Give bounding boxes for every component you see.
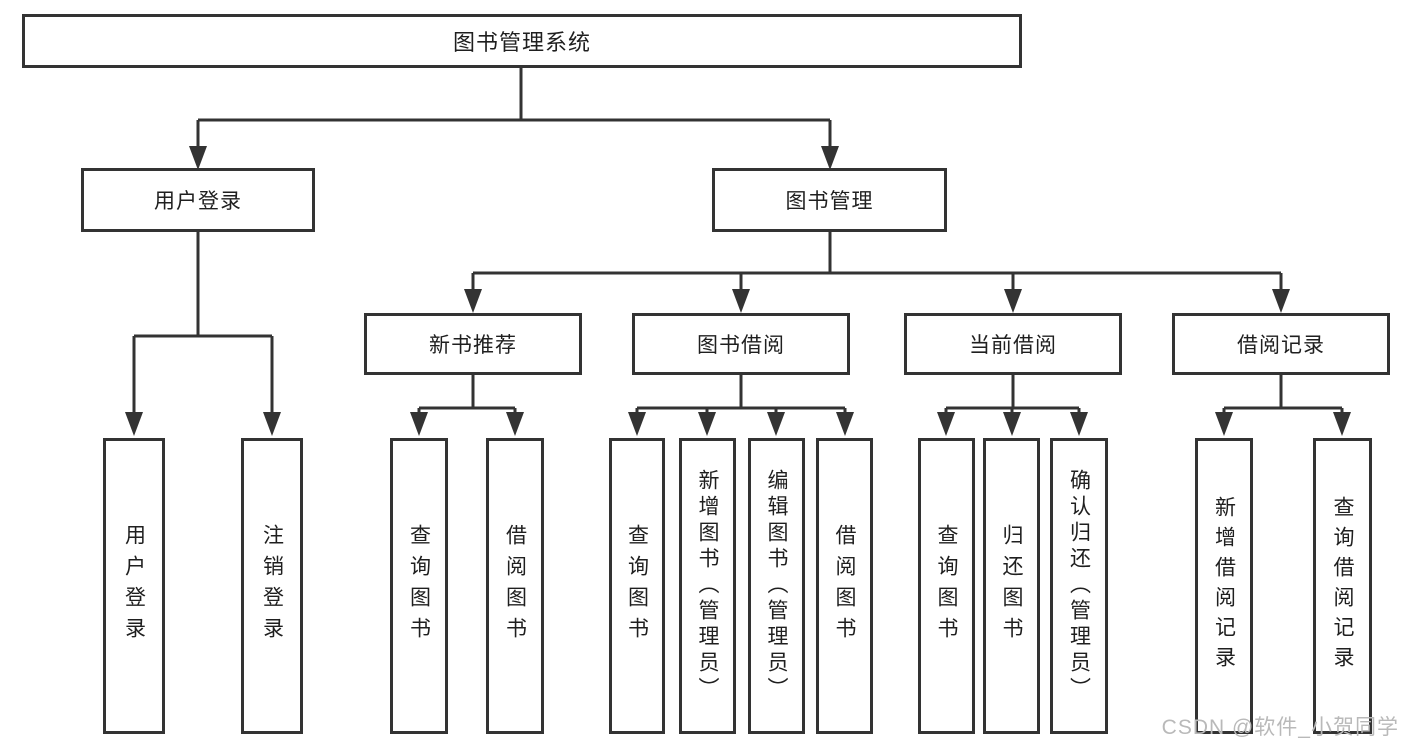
leaf-return-books: 归还图书 [983,438,1040,734]
leaf-logout: 注销登录 [241,438,303,734]
leaf-add-borrow-record: 新增借阅记录 [1195,438,1253,734]
arrowhead-icons [125,146,1351,436]
node-book-management: 图书管理 [712,168,947,232]
node-book-borrow: 图书借阅 [632,313,850,375]
leaf-confirm-return-admin: 确认归还（管理员） [1050,438,1108,734]
csdn-watermark: CSDN @软件_小贺同学 [1161,716,1399,739]
leaf-edit-books-admin: 编辑图书（管理员） [748,438,805,734]
node-root-system: 图书管理系统 [22,14,1022,68]
leaf-recommend-query-books: 查询图书 [390,438,448,734]
leaf-borrow-books: 借阅图书 [816,438,873,734]
leaf-borrow-query-books: 查询图书 [609,438,665,734]
node-new-book-recommend: 新书推荐 [364,313,582,375]
tree-edges [132,68,1344,413]
node-borrow-records: 借阅记录 [1172,313,1390,375]
node-current-borrow: 当前借阅 [904,313,1122,375]
node-user-login: 用户登录 [81,168,315,232]
leaf-recommend-borrow-books: 借阅图书 [486,438,544,734]
leaf-current-query-books: 查询图书 [918,438,975,734]
leaf-add-books-admin: 新增图书（管理员） [679,438,736,734]
leaf-query-borrow-record: 查询借阅记录 [1313,438,1372,734]
leaf-user-login: 用户登录 [103,438,165,734]
